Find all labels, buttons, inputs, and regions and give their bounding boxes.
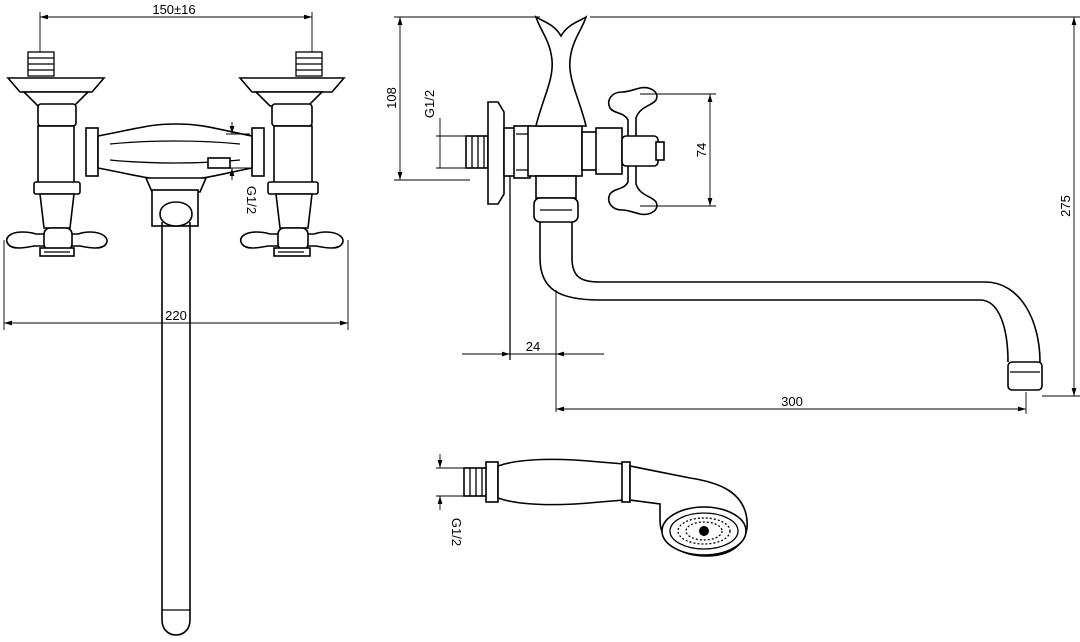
- wall-connector: [465, 101, 531, 360]
- side-body: [527, 125, 623, 223]
- right-inlet: [238, 51, 346, 229]
- front-spout: [159, 201, 193, 636]
- lever-handle: [534, 15, 588, 127]
- dim-overall-width: 220: [3, 240, 349, 330]
- label-side-thread: G1/2: [422, 90, 437, 118]
- dim-left-thread: G1/2: [226, 122, 259, 214]
- front-view: 150±16: [3, 2, 349, 636]
- side-cross-handle: [607, 86, 665, 216]
- side-spout: [539, 222, 1043, 391]
- label-spout-reach: 300: [781, 394, 803, 409]
- label-wall-offset: 24: [526, 339, 540, 354]
- side-view: 108 G1/2: [384, 15, 1080, 414]
- label-shower-thread: G1/2: [449, 518, 464, 546]
- dim-side-thread: G1/2: [422, 90, 470, 169]
- dim-spout-reach: 300: [556, 392, 1027, 414]
- label-total-height: 275: [1058, 195, 1073, 217]
- dim-center-distance: 150±16: [39, 2, 313, 52]
- dim-cross-handle: 74: [640, 93, 716, 207]
- label-handle-height: 108: [384, 87, 399, 109]
- hand-shower: G1/2: [436, 454, 748, 557]
- label-overall-width: 220: [165, 308, 187, 323]
- left-inlet: [6, 51, 106, 229]
- left-cross-handle: [6, 227, 108, 257]
- label-cross-handle: 74: [694, 143, 709, 157]
- dim-total-height: 275: [590, 16, 1080, 397]
- right-cross-handle: [240, 227, 344, 257]
- label-left-thread: G1/2: [244, 186, 259, 214]
- label-center-distance: 150±16: [152, 2, 195, 17]
- dim-handle-height: 108: [384, 16, 540, 181]
- dim-wall-offset: 24: [462, 290, 604, 412]
- dim-shower-thread: G1/2: [436, 454, 466, 546]
